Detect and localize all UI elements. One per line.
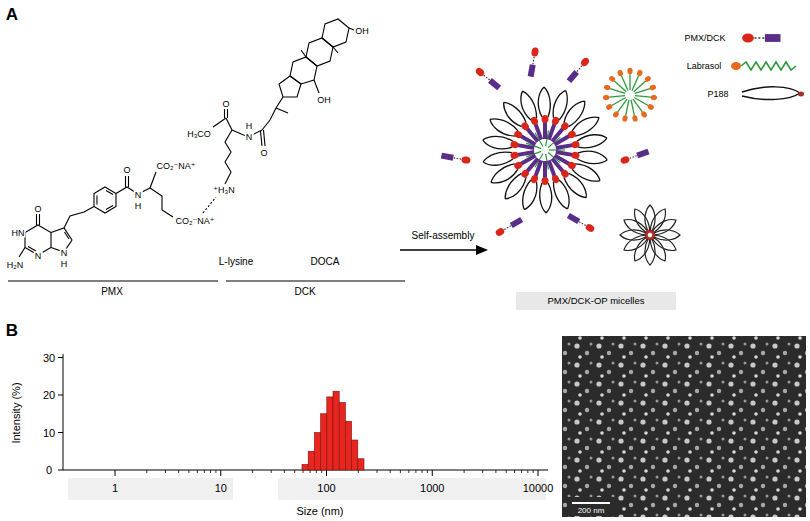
micelle xyxy=(482,87,608,213)
tick-label: 20 xyxy=(42,390,56,401)
legend-label: Labrasol xyxy=(686,62,723,71)
scale-bar-label: 200 nm xyxy=(577,507,606,515)
tem-image xyxy=(562,336,806,517)
chemical-structure xyxy=(19,19,354,257)
tick-label: 1000 xyxy=(419,483,445,494)
tick-label: 1 xyxy=(111,483,119,494)
fragment-name: DOCA xyxy=(310,257,341,267)
free-molecules xyxy=(441,47,650,237)
atom-label: O xyxy=(122,166,131,175)
legend-icon xyxy=(731,62,796,70)
underline xyxy=(226,280,405,281)
atom-label: H₃CO xyxy=(186,130,212,139)
atom-label: O xyxy=(259,149,268,158)
atom-label: N xyxy=(60,249,69,258)
size-chart xyxy=(58,354,548,500)
atom-label: O xyxy=(33,205,42,214)
tick-label: 0 xyxy=(45,465,53,476)
atom-label: N xyxy=(245,133,254,142)
part-name: DCK xyxy=(293,287,316,297)
label-ground xyxy=(516,292,676,310)
assembly-arrow xyxy=(400,245,488,255)
tick-label: 10 xyxy=(214,483,228,494)
panel-letter: A xyxy=(5,6,19,23)
axis-title: Size (nm) xyxy=(295,506,344,517)
tick-label: 100 xyxy=(316,483,336,494)
fragment-name: L-lysine xyxy=(218,257,254,267)
atom-label: OH xyxy=(354,27,370,36)
atom-label: CO₂⁻NA⁺ xyxy=(175,217,216,226)
tick-label: 10 xyxy=(42,427,56,438)
atom-label: OH xyxy=(316,96,332,105)
arrow-label: Self-assembly xyxy=(411,231,476,241)
atom-label: H xyxy=(60,260,69,269)
part-name: PMX xyxy=(100,287,124,297)
axis-title: Intensity (%) xyxy=(11,381,22,444)
legend-label: P188 xyxy=(706,90,729,99)
legend-label: PMX/DCK xyxy=(683,34,726,43)
atom-label: H xyxy=(245,122,254,131)
legend-icon xyxy=(742,33,780,42)
tick-label: 30 xyxy=(42,352,56,363)
product-name: PMX/DCK-OP micelles xyxy=(547,296,646,306)
atom-label: ⁺H₃N xyxy=(212,186,235,195)
atom-label: CO₂⁻NA⁺ xyxy=(156,162,197,171)
underline xyxy=(8,280,218,281)
panel-letter: B xyxy=(5,322,19,339)
legend-icon xyxy=(742,87,804,100)
atom-label: H xyxy=(134,202,143,211)
labrasol-micelle xyxy=(603,68,658,122)
p188-micelle xyxy=(620,205,680,265)
atom-label: O xyxy=(221,100,230,109)
tick-label: 10000 xyxy=(522,483,555,494)
atom-label: HN xyxy=(11,229,26,238)
atom-label: N xyxy=(34,252,43,261)
atom-label: H₂N xyxy=(6,261,25,270)
atom-label: N xyxy=(134,191,143,200)
